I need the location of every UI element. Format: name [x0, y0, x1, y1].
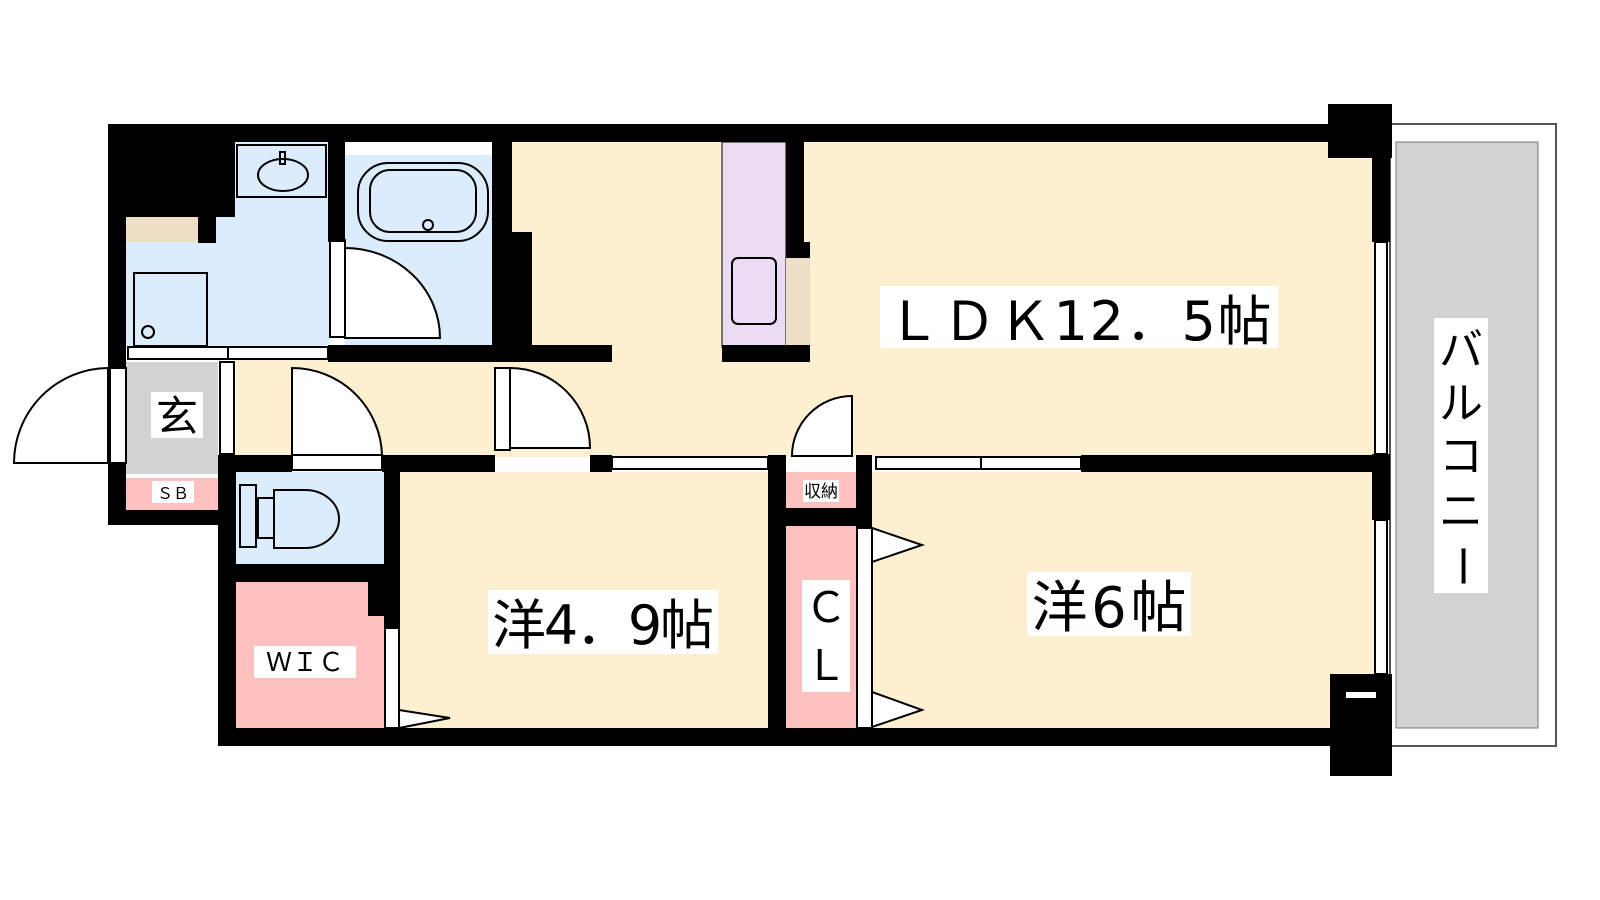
toilet-door[interactable] [291, 366, 384, 456]
fridge-space [786, 258, 810, 346]
closet-door-bottom[interactable] [871, 690, 926, 729]
storage-label: 収納 [804, 482, 838, 502]
closet-label-c: Ｃ [805, 583, 847, 632]
ldk-label: ＬＤＫ12．5帖 [887, 290, 1272, 353]
western1-label: 洋4．9帖 [492, 594, 714, 657]
balcony-label-1: バ [1439, 325, 1483, 376]
balcony-label-2: ル [1439, 378, 1483, 429]
washbasin-icon [236, 144, 327, 198]
entrance-door[interactable] [12, 366, 109, 464]
shoebox-label: ＳＢ [157, 484, 189, 503]
closet-door-top[interactable] [871, 526, 926, 564]
balcony-label-4: ニ [1439, 486, 1483, 537]
closet-label-l: Ｌ [805, 641, 847, 690]
wic-door[interactable] [398, 708, 451, 730]
laundry-shelf [126, 217, 198, 242]
balcony-label-3: コ [1439, 431, 1483, 482]
western2-sliding-door[interactable] [980, 456, 1082, 470]
bath-door[interactable] [344, 246, 442, 339]
entrance-label: 玄 [156, 392, 198, 441]
walls [108, 104, 1392, 776]
toilet-icon [239, 484, 340, 549]
storage-door[interactable] [790, 394, 853, 457]
bathtub-icon [357, 162, 489, 242]
western2-label: 洋6帖 [1032, 576, 1187, 641]
wic-label: ＷＩＣ [266, 648, 344, 678]
balcony-label-5: ー [1436, 544, 1487, 588]
sink-icon [731, 257, 777, 325]
ldk-door[interactable] [509, 366, 592, 449]
